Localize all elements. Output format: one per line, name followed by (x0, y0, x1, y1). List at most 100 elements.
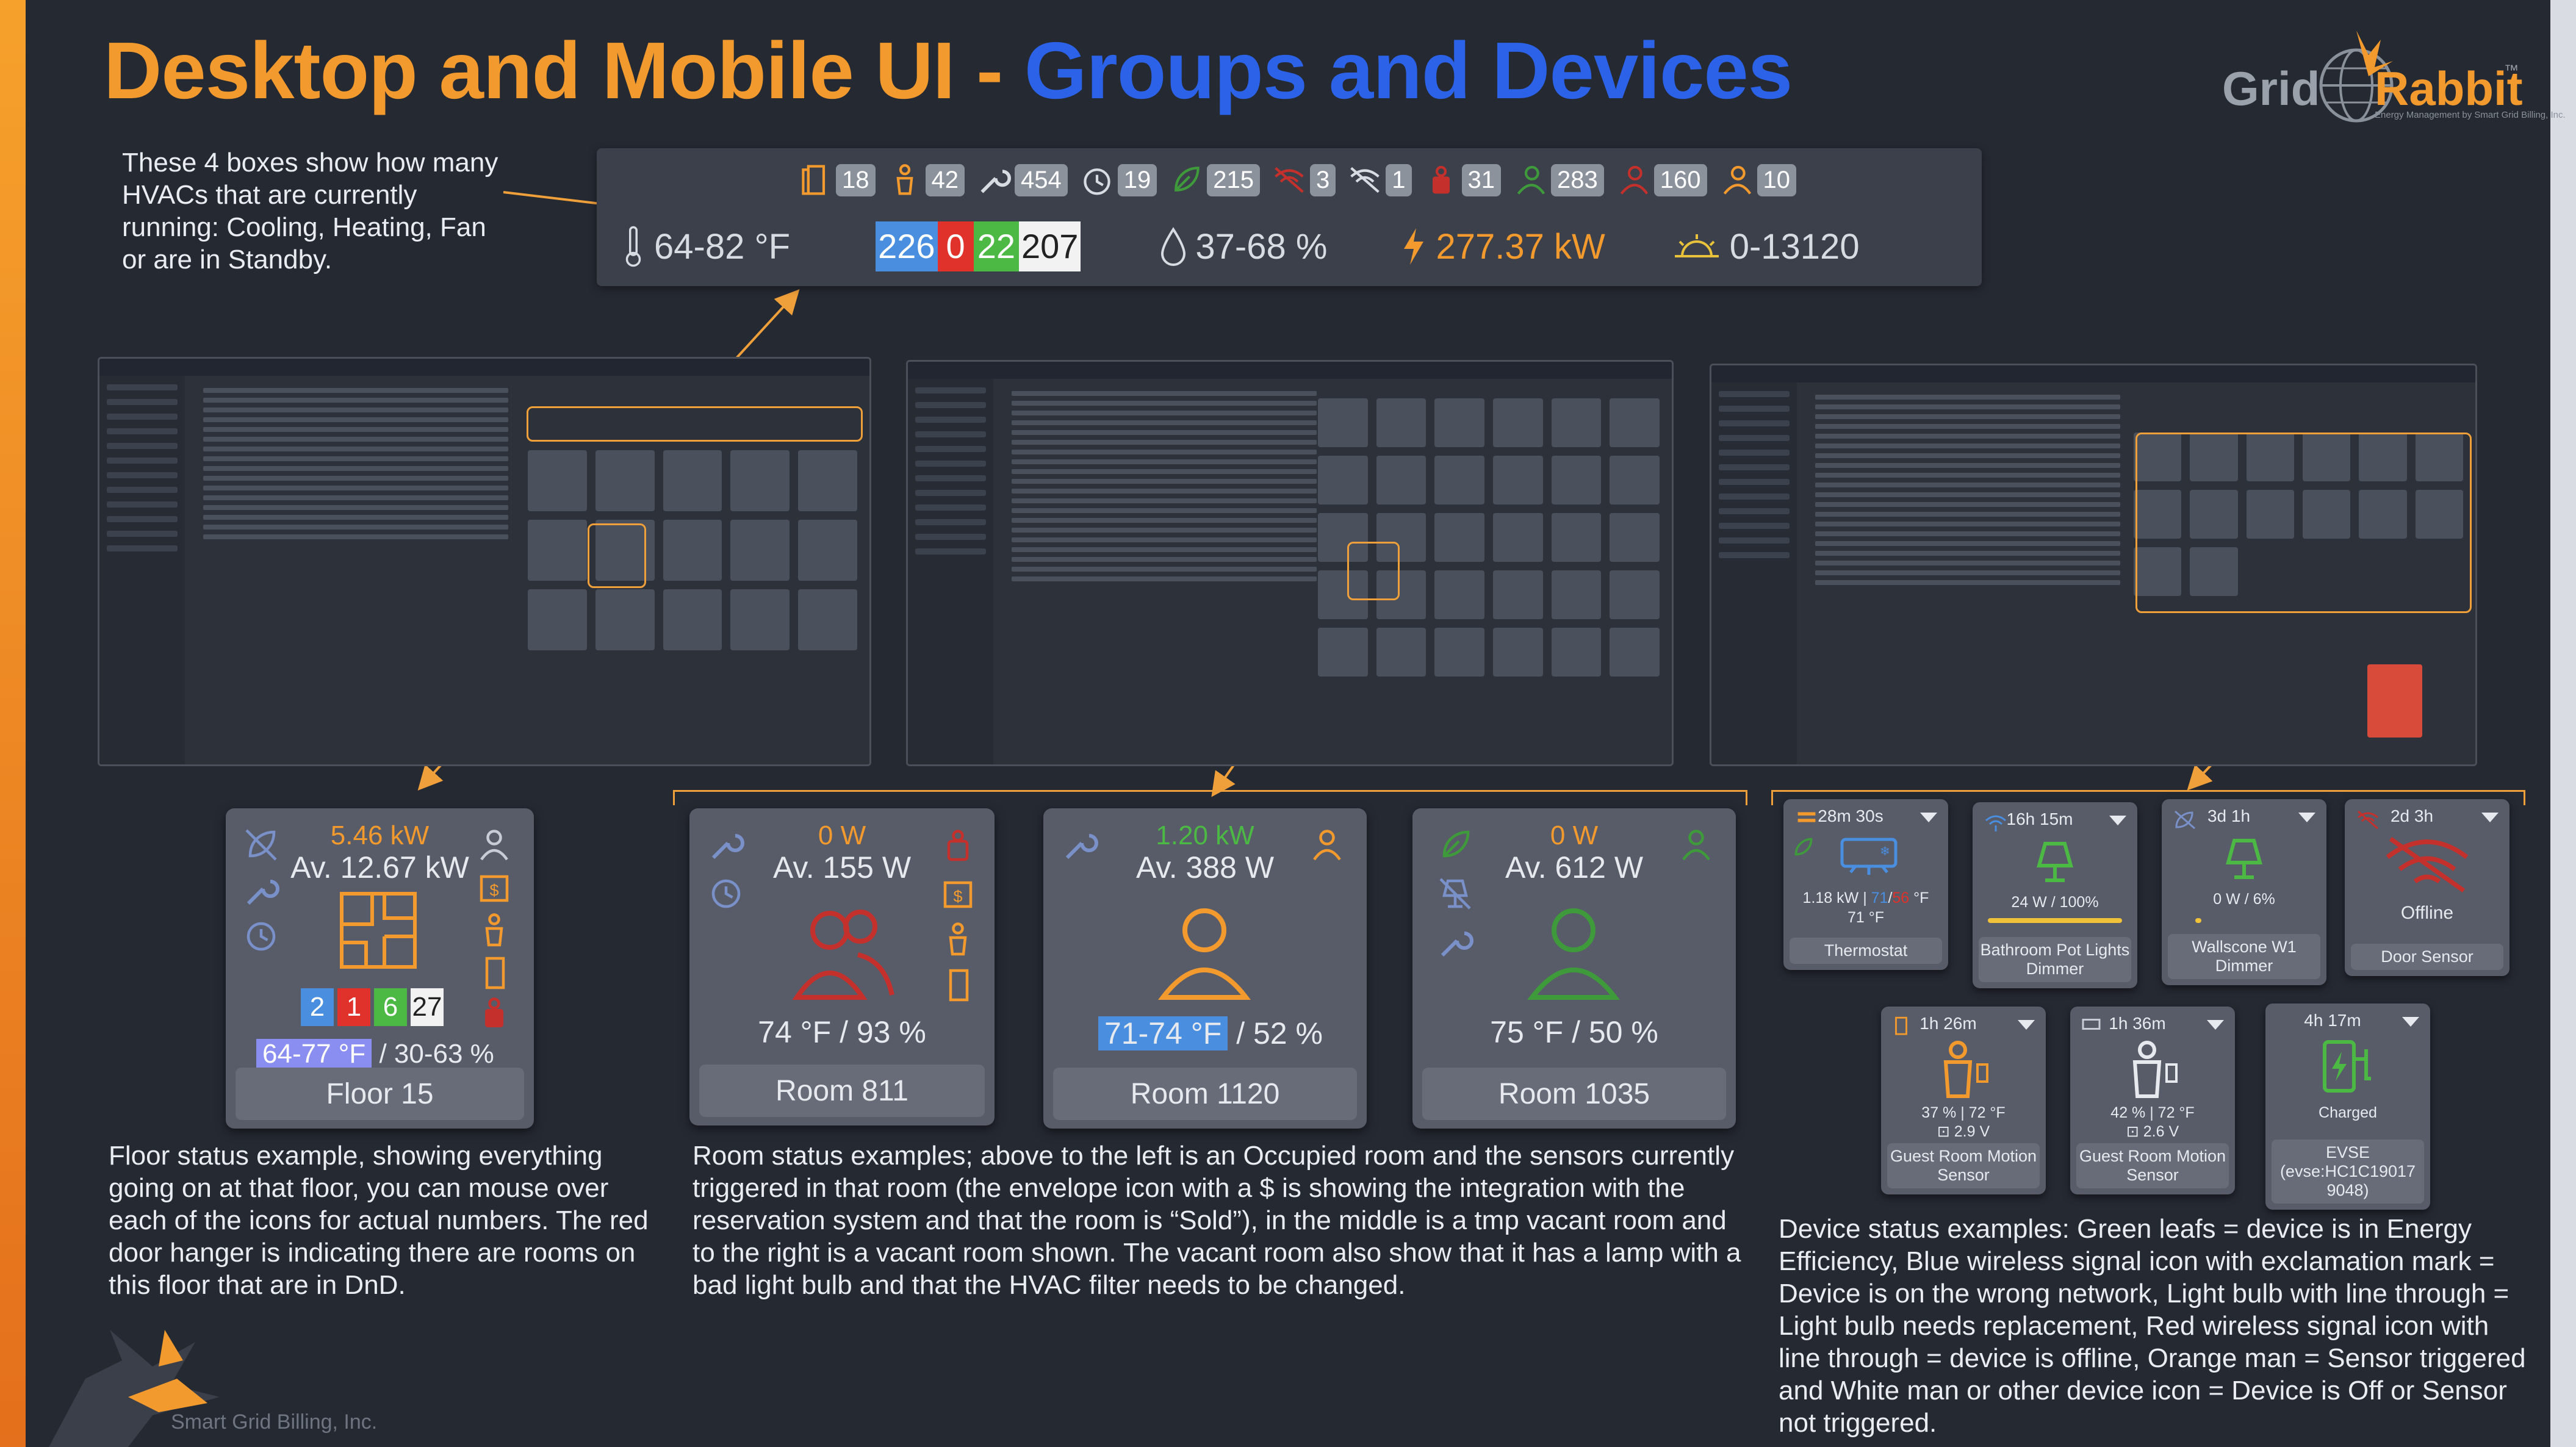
logo-word-rabbit: Rabbit (2375, 62, 2523, 115)
room-power: 1.20 kW (1156, 820, 1254, 850)
chevron-down-icon[interactable] (2018, 1020, 2035, 1030)
door-icon (485, 957, 505, 989)
title-part-2: Groups and Devices (1024, 26, 1793, 115)
leaf-off-icon (245, 829, 277, 861)
rabbit-globe-icon (2319, 31, 2394, 123)
room-name: Room 1120 (1053, 1068, 1357, 1120)
floor-caption: Floor status example, showing everything… (109, 1141, 649, 1300)
door-icon (949, 969, 969, 1002)
room-card-1035[interactable]: 0 W Av. 612 W 75 °F / 50 % Room 1035 (1412, 808, 1736, 1129)
device-name: Door Sensor (2351, 944, 2503, 970)
badge-value: 19 (1117, 163, 1157, 196)
device-status: Charged (2319, 1104, 2377, 1121)
battery-voltage: 2.9 V (1954, 1123, 1990, 1140)
envelope-dollar-icon: $ (943, 881, 973, 908)
battery-voltage-row: ⊡ 2.9 V (1881, 1122, 2046, 1141)
device-status: 42 % | 72 °F (2110, 1104, 2195, 1121)
room-average-power: Av. 388 W (1135, 850, 1275, 885)
badge-wifi-off[interactable]: 3 (1272, 162, 1336, 198)
dimmer-level-bar[interactable] (2195, 918, 2201, 923)
door-hanger-icon (1432, 165, 1450, 194)
device-name: Thermostat (1790, 938, 1942, 964)
badge-door-hanger[interactable]: 31 (1424, 162, 1501, 198)
device-card-motion-sensor-2[interactable]: 1h 36m 42 % | 72 °F ⊡ 2.6 V Guest Room M… (2070, 1007, 2235, 1194)
room-humidity: / 52 % (1228, 1016, 1323, 1050)
air-conditioner-icon: ❄ (1840, 838, 1898, 875)
room-average-power: Av. 155 W (772, 850, 912, 885)
wrench-icon (1065, 834, 1098, 860)
ev-charger-icon (2323, 1040, 2371, 1093)
badge-leaf[interactable]: 215 (1169, 162, 1260, 198)
chevron-down-icon[interactable] (1920, 813, 1937, 822)
door-icon (802, 165, 826, 195)
badge-motion[interactable]: 42 (888, 162, 965, 198)
wifi-off-icon (1275, 167, 1304, 193)
chevron-down-icon[interactable] (2109, 816, 2126, 825)
device-card-evse[interactable]: 4h 17m Charged EVSE (evse:HC1C19017 9048… (2265, 1004, 2430, 1210)
motion-icon (485, 913, 503, 947)
badge-door[interactable]: 18 (798, 162, 876, 198)
hvac-standby-count: 207 (1018, 221, 1081, 271)
chevron-down-icon[interactable] (2207, 1020, 2224, 1030)
room-average-power: Av. 612 W (1505, 850, 1644, 885)
floor-name: Floor 15 (236, 1068, 524, 1120)
device-duration: 2d 3h (2390, 806, 2434, 825)
wifi-off-icon (2358, 810, 2378, 830)
room-card-1120[interactable]: 1.20 kW Av. 388 W 71-74 °F / 52 % Room 1… (1043, 808, 1367, 1129)
thermostat-power: 1.18 kW | (1802, 889, 1871, 907)
badge-value: 42 (925, 163, 965, 196)
badge-value: 283 (1551, 163, 1604, 196)
temperature-range: 64-82 °F (654, 226, 791, 267)
badge-value: 10 (1757, 163, 1796, 196)
motion-idle-icon (2132, 1041, 2178, 1098)
wrench-icon (246, 880, 279, 905)
badge-wifi-warning[interactable]: 1 (1348, 162, 1412, 198)
badge-person-outline[interactable]: 10 (1719, 162, 1796, 198)
chevron-down-icon[interactable] (2481, 813, 2499, 822)
chevron-down-icon[interactable] (2402, 1017, 2419, 1027)
room-conditions: 71-74 °F / 52 % (1098, 1016, 1323, 1051)
device-caption: Device status examples: Green leafs = de… (1779, 1214, 2526, 1438)
battery-voltage: 2.6 V (2143, 1123, 2179, 1140)
room-card-811[interactable]: 0 W Av. 155 W $ 74 °F / 93 % Room 811 (689, 808, 995, 1126)
wrench-icon (1441, 932, 1473, 957)
status-badges: 18 42 454 19 215 3 1 31 283 160 10 (798, 162, 1796, 198)
leaf-icon (1442, 830, 1470, 858)
floor-standby-count: 27 (411, 988, 444, 1026)
device-status: Offline (2400, 903, 2454, 923)
hvac-menu-icon (1797, 812, 1816, 822)
device-card-motion-sensor-1[interactable]: 1h 26m 37 % | 72 °F ⊡ 2.9 V Guest Room M… (1881, 1007, 2046, 1194)
wifi-warning-icon (1350, 167, 1380, 193)
device-name: Bathroom Pot Lights Dimmer (1979, 937, 2131, 982)
device-name: Guest Room Motion Sensor (1887, 1143, 2040, 1188)
person-outline-icon (1682, 830, 1710, 861)
device-card-wallscone-dimmer[interactable]: 3d 1h 0 W / 6% Wallscone W1 Dimmer (2162, 799, 2326, 985)
device-card-bathroom-dimmer[interactable]: 16h 15m 24 W / 100% Bathroom Pot Lights … (1973, 802, 2137, 988)
badge-person-off[interactable]: 160 (1616, 162, 1707, 198)
device-status: 24 W / 100% (2011, 894, 2099, 911)
device-name: Guest Room Motion Sensor (2076, 1143, 2229, 1188)
device-card-thermostat[interactable]: 28m 30s ❄ 1.18 kW | 71/56 °F 71 °F Therm… (1783, 799, 1948, 970)
device-card-door-sensor[interactable]: 2d 3h Offline Door Sensor (2345, 799, 2509, 976)
chevron-down-icon[interactable] (2298, 813, 2315, 822)
badge-value: 1 (1386, 163, 1412, 196)
room-name: Room 811 (699, 1065, 985, 1117)
device-duration: 16h 15m (2006, 810, 2073, 828)
total-power: 277.37 kW (1436, 226, 1605, 267)
summary-bar: 18 42 454 19 215 3 1 31 283 160 10 64-82… (597, 148, 1982, 286)
room-caption: Room status examples; above to the left … (693, 1141, 1741, 1300)
people-occupied-icon (792, 910, 894, 1000)
badge-wrench[interactable]: 454 (977, 162, 1068, 198)
badge-clock[interactable]: 19 (1080, 162, 1157, 198)
dimmer-level-bar[interactable] (1988, 918, 2122, 923)
humidity-range: 37-68 % (1195, 226, 1328, 267)
badge-value: 215 (1207, 163, 1260, 196)
battery-small-icon: ⊡ (1937, 1123, 1954, 1140)
room-conditions: 75 °F / 50 % (1490, 1015, 1658, 1049)
door-hanger-icon (485, 997, 503, 1027)
badge-person[interactable]: 283 (1513, 162, 1604, 198)
thermostat-temp: 71 °F (1847, 909, 1885, 926)
